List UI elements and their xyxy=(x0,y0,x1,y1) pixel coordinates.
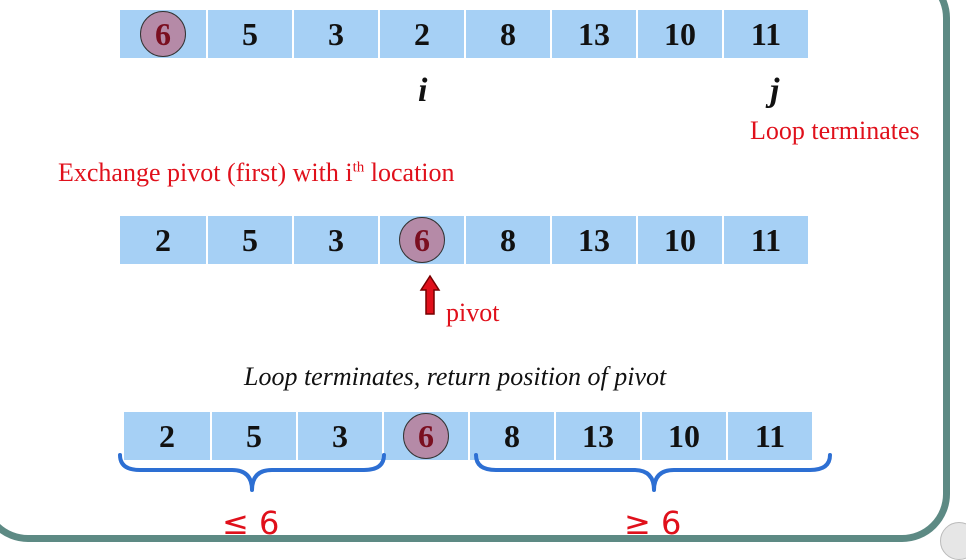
loop-terminates-label: Loop terminates xyxy=(750,116,920,145)
cell-value: 6 xyxy=(414,221,430,258)
array-cell: 6 xyxy=(382,412,468,460)
cell-value: 5 xyxy=(242,221,258,258)
array-row-2: 2 5 3 6 8 13 10 11 xyxy=(120,216,808,264)
cell-value: 10 xyxy=(668,417,700,454)
index-j-label: j xyxy=(770,72,780,109)
array-cell: 5 xyxy=(206,216,292,264)
cell-value: 10 xyxy=(664,221,696,258)
array-cell: 13 xyxy=(554,412,640,460)
pivot-circle: 6 xyxy=(399,217,445,263)
array-cell: 5 xyxy=(210,412,296,460)
array-cell: 11 xyxy=(722,216,808,264)
pivot-label: pivot xyxy=(446,298,500,327)
cell-value: 11 xyxy=(750,221,782,258)
cell-value: 13 xyxy=(582,417,614,454)
exchange-text: Exchange pivot (first) with i xyxy=(58,158,353,187)
left-brace xyxy=(118,453,386,492)
cell-value: 5 xyxy=(246,417,262,454)
exchange-instruction: Exchange pivot (first) with ith location xyxy=(58,158,455,188)
cell-value: 2 xyxy=(155,221,171,258)
array-cell: 2 xyxy=(124,412,210,460)
array-cell: 3 xyxy=(296,412,382,460)
cell-value: 13 xyxy=(578,221,610,258)
less-equal-label: ≤ 6 xyxy=(222,504,280,542)
exchange-superscript: th xyxy=(352,159,365,176)
array-cell: 10 xyxy=(640,412,726,460)
cell-value: 3 xyxy=(328,221,344,258)
pivot-circle: 6 xyxy=(403,413,449,459)
cell-value: 3 xyxy=(332,417,348,454)
cell-value: 8 xyxy=(500,221,516,258)
array-row-3: 2 5 3 6 8 13 10 11 xyxy=(124,412,812,460)
cell-value: 13 xyxy=(578,15,610,52)
array-cell: 3 xyxy=(292,10,378,58)
cell-value: 2 xyxy=(414,15,430,52)
greater-equal-label: ≥ 6 xyxy=(624,504,682,542)
array-cell: 3 xyxy=(292,216,378,264)
cell-value: 5 xyxy=(242,15,258,52)
exchange-text-tail: location xyxy=(364,158,455,187)
cell-value: 6 xyxy=(418,417,434,454)
pivot-circle: 6 xyxy=(140,11,186,57)
cell-value: 11 xyxy=(754,417,786,454)
array-row-1: 6 5 3 2 8 13 10 11 xyxy=(120,10,808,58)
array-cell: 11 xyxy=(722,10,808,58)
array-cell: 6 xyxy=(378,216,464,264)
array-cell: 2 xyxy=(378,10,464,58)
cell-value: 10 xyxy=(664,15,696,52)
array-cell: 2 xyxy=(120,216,206,264)
cell-value: 8 xyxy=(500,15,516,52)
caption-text: Loop terminates, return position of pivo… xyxy=(244,362,667,391)
cell-value: 3 xyxy=(328,15,344,52)
cell-value: 6 xyxy=(155,15,171,52)
array-cell: 10 xyxy=(636,216,722,264)
array-cell: 8 xyxy=(464,10,550,58)
annotations-overlay xyxy=(118,274,832,492)
array-cell: 10 xyxy=(636,10,722,58)
cell-value: 8 xyxy=(504,417,520,454)
array-cell: 6 xyxy=(120,10,206,58)
right-brace xyxy=(474,453,832,492)
index-i-label: i xyxy=(418,72,428,109)
array-cell: 5 xyxy=(206,10,292,58)
pivot-arrow-icon xyxy=(419,274,441,315)
cell-value: 2 xyxy=(159,417,175,454)
corner-seal-icon xyxy=(940,522,966,560)
array-cell: 8 xyxy=(468,412,554,460)
array-cell: 13 xyxy=(550,10,636,58)
array-cell: 8 xyxy=(464,216,550,264)
cell-value: 11 xyxy=(750,15,782,52)
array-cell: 11 xyxy=(726,412,812,460)
array-cell: 13 xyxy=(550,216,636,264)
